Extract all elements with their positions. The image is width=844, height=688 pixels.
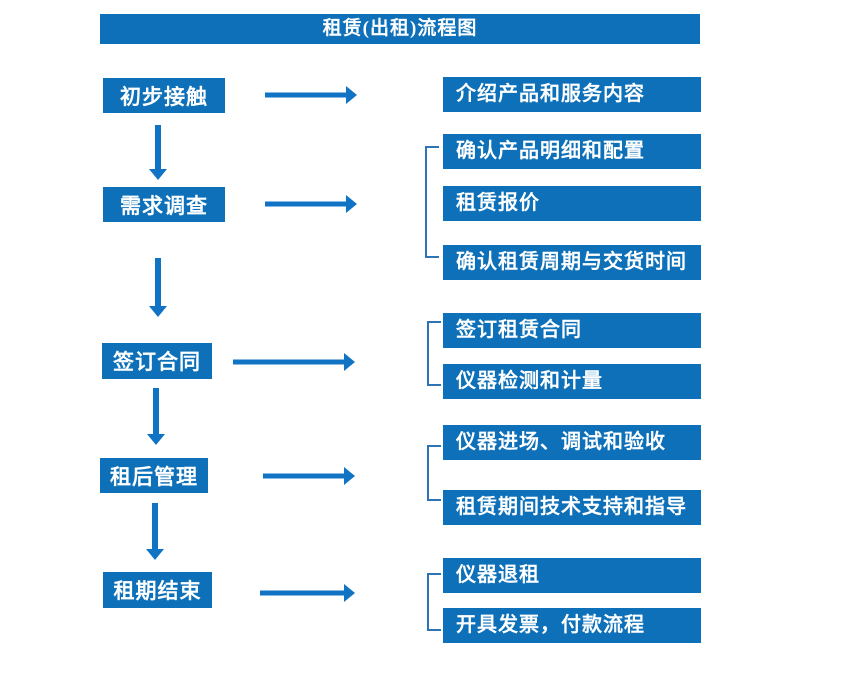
right-arrow-icon [265, 195, 357, 213]
detail-box-introduce-products-services: 介绍产品和服务内容 [443, 77, 701, 112]
detail-box-instrument-arrival-acceptance: 仪器进场、调试和验收 [443, 425, 701, 460]
stage-box-initial-contact: 初步接触 [103, 78, 225, 113]
group-bracket-rental-end [427, 573, 441, 631]
right-arrow-icon [265, 86, 357, 104]
stage-box-demand-survey: 需求调查 [103, 187, 225, 222]
down-arrow-icon [147, 125, 169, 180]
detail-box-sign-rental-contract: 签订租赁合同 [443, 313, 701, 348]
group-bracket-contract-signing [427, 321, 441, 386]
down-arrow-icon [144, 503, 166, 560]
stage-box-post-rental-management: 租后管理 [100, 458, 208, 493]
detail-box-confirm-rental-period-delivery: 确认租赁周期与交货时间 [443, 245, 701, 280]
down-arrow-icon [147, 258, 169, 317]
right-arrow-icon [260, 584, 355, 602]
detail-box-confirm-product-details: 确认产品明细和配置 [443, 134, 701, 169]
flowchart-title: 租赁(出租)流程图 [100, 14, 700, 44]
right-arrow-icon [263, 467, 355, 485]
detail-box-rental-quotation: 租赁报价 [443, 186, 701, 221]
detail-box-instrument-testing-calibration: 仪器检测和计量 [443, 364, 701, 399]
group-bracket-post-rental-management [427, 445, 441, 501]
detail-box-invoice-payment-process: 开具发票，付款流程 [443, 608, 701, 643]
right-arrow-icon [233, 353, 355, 371]
down-arrow-icon [145, 388, 167, 445]
stage-box-rental-end: 租期结束 [103, 572, 212, 608]
stage-box-contract-signing: 签订合同 [102, 343, 212, 379]
detail-box-technical-support-guidance: 租赁期间技术支持和指导 [443, 490, 701, 525]
detail-box-instrument-return: 仪器退租 [443, 558, 701, 593]
group-bracket-demand-survey [425, 146, 439, 258]
